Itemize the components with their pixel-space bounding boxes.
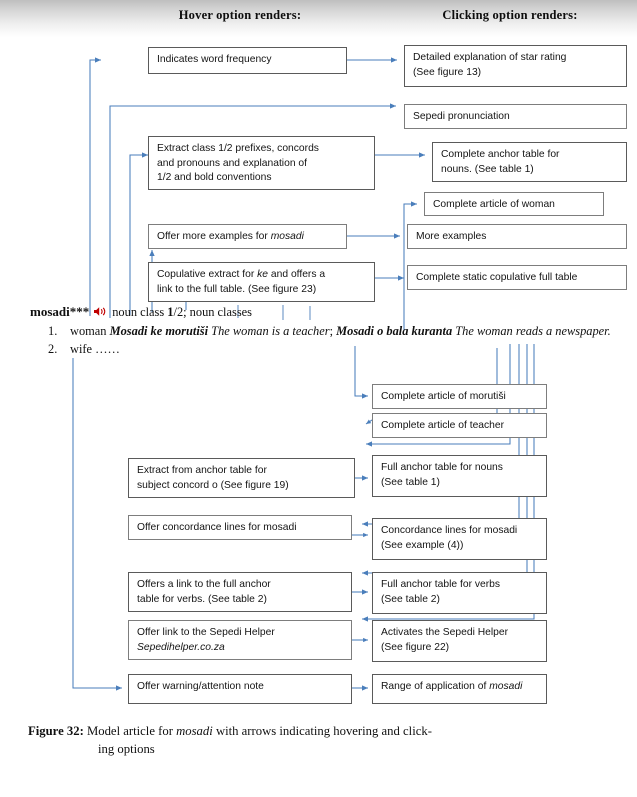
- caption-text-a: Model article for: [86, 724, 177, 738]
- hover-column-title: Hover option renders:: [178, 8, 302, 22]
- box-text-line1: Extract class 1/2 prefixes, concords: [157, 143, 319, 154]
- clicking-column-title: Clicking option renders:: [442, 8, 578, 22]
- box-text: Sepedi pronunciation: [413, 111, 510, 122]
- box-text: More examples: [416, 231, 487, 242]
- box-text: Complete article of teacher: [381, 420, 505, 431]
- header-band: [0, 0, 637, 38]
- box-text: Indicates word frequency: [157, 54, 272, 65]
- box-text-em: mosadi: [270, 231, 304, 242]
- click-box-complete-anchor-table-nouns[interactable]: Complete anchor table for nouns. (See ta…: [432, 142, 627, 182]
- box-text-line1a: Copulative extract for: [157, 269, 258, 280]
- box-text-line1: Full anchor table for nouns: [381, 462, 503, 473]
- hover-box-offer-concordance-lines[interactable]: Offer concordance lines for mosadi: [128, 515, 352, 540]
- click-box-concordance-lines-mosadi[interactable]: Concordance lines for mosadi (See exampl…: [372, 518, 547, 560]
- caption-text-b: with arrows indicating hovering and clic…: [212, 724, 432, 738]
- hover-box-indicates-word-frequency[interactable]: Indicates word frequency: [148, 47, 347, 74]
- speaker-icon[interactable]: [93, 306, 106, 321]
- headword[interactable]: mosadi***: [30, 304, 90, 319]
- box-text-line1: Offer link to the Sepedi Helper: [137, 627, 275, 638]
- box-text-line1: Offers a link to the full anchor: [137, 579, 271, 590]
- example-2-english: The woman reads a newspaper.: [455, 324, 611, 338]
- sense-number: 1.: [48, 324, 58, 338]
- box-text: Range of application of: [381, 681, 490, 692]
- click-box-complete-article-woman[interactable]: Complete article of woman: [424, 192, 604, 216]
- caption-keyword: mosadi: [176, 724, 213, 738]
- box-text-line2: link to the full table. (See figure 23): [157, 283, 317, 295]
- example-1-english: The woman is a teacher: [211, 324, 330, 338]
- click-box-sepedi-pronunciation[interactable]: Sepedi pronunciation: [404, 104, 627, 129]
- hover-box-extract-subject-concord[interactable]: Extract from anchor table for subject co…: [128, 458, 355, 498]
- box-text-em: mosadi: [489, 681, 523, 692]
- box-text-line2: and pronouns and explanation of: [157, 157, 307, 169]
- box-text-line2: (See figure 13): [413, 66, 482, 78]
- click-box-complete-article-teacher[interactable]: Complete article of teacher: [372, 413, 547, 438]
- hover-box-offers-link-anchor-verbs[interactable]: Offers a link to the full anchor table f…: [128, 572, 352, 612]
- box-text-line1: Extract from anchor table for: [137, 465, 267, 476]
- box-text-line1b: and offers a: [268, 269, 326, 280]
- box-text-line2: (See example (4)): [381, 539, 464, 551]
- grammar-class-bold: 1: [167, 305, 174, 319]
- box-text-line1: Full anchor table for verbs: [381, 579, 501, 590]
- box-text-line2: (See table 1): [381, 476, 440, 488]
- box-text-line2: nouns. (See table 1): [441, 163, 534, 175]
- box-text-line1: Detailed explanation of star rating: [413, 52, 567, 63]
- click-box-complete-article-morutisi[interactable]: Complete article of morutiši: [372, 384, 547, 409]
- hover-box-copulative-extract[interactable]: Copulative extract for ke and offers a l…: [148, 262, 375, 302]
- sense-gloss: woman: [70, 324, 107, 338]
- box-text: Complete article of morutiši: [381, 391, 506, 402]
- hover-box-offer-warning-note[interactable]: Offer warning/attention note: [128, 674, 352, 704]
- caption-line2: ing options: [98, 742, 155, 757]
- example-separator: ;: [329, 324, 334, 338]
- box-text-em: ke: [257, 269, 269, 280]
- hover-box-extract-class-prefixes[interactable]: Extract class 1/2 prefixes, concords and…: [148, 136, 375, 190]
- click-box-more-examples[interactable]: More examples: [407, 224, 627, 249]
- box-text-line1: Concordance lines for mosadi: [381, 525, 518, 536]
- box-text-url: Sepedihelper.co.za: [137, 641, 225, 653]
- box-text: Offer more examples for: [157, 231, 271, 242]
- click-box-detailed-star-rating[interactable]: Detailed explanation of star rating (See…: [404, 45, 627, 87]
- click-box-full-anchor-table-verbs[interactable]: Full anchor table for verbs (See table 2…: [372, 572, 547, 614]
- hover-box-offer-link-sepedi-helper[interactable]: Offer link to the Sepedi Helper Sepedihe…: [128, 620, 352, 660]
- figure-caption: Figure 32: Model article for mosadi with…: [28, 722, 618, 758]
- click-box-range-of-application[interactable]: Range of application of mosadi: [372, 674, 547, 704]
- model-article: mosadi*** noun class 1/2; noun classes 1…: [30, 304, 630, 357]
- box-text-line2: (See figure 22): [381, 641, 450, 653]
- box-text: Offer concordance lines for mosadi: [137, 522, 297, 533]
- hover-box-offer-more-examples[interactable]: Offer more examples for mosadi: [148, 224, 347, 249]
- grammar-info: noun class 1/2; noun classes: [112, 305, 252, 319]
- sense-number: 2.: [48, 341, 58, 356]
- box-text-line1: Activates the Sepedi Helper: [381, 627, 509, 638]
- box-text: Offer warning/attention note: [137, 681, 264, 692]
- headword-line: mosadi*** noun class 1/2; noun classes: [30, 304, 630, 321]
- box-text-line2: subject concord o (See figure 19): [137, 479, 289, 491]
- example-1-sepedi: Mosadi ke morutiši: [109, 324, 209, 338]
- box-text-line2: (See table 2): [381, 593, 440, 605]
- box-text: Complete article of woman: [433, 199, 555, 210]
- click-box-full-anchor-table-nouns[interactable]: Full anchor table for nouns (See table 1…: [372, 455, 547, 497]
- grammar-pre: noun class: [112, 305, 168, 319]
- sense-gloss: wife ……: [70, 341, 120, 356]
- click-box-activates-sepedi-helper[interactable]: Activates the Sepedi Helper (See figure …: [372, 620, 547, 662]
- sense-list: 1. woman Mosadi ke morutiši The woman is …: [30, 323, 630, 357]
- example-2-sepedi: Mosadi o bala kuranta: [336, 324, 453, 338]
- box-text: Complete static copulative full table: [416, 272, 578, 283]
- sense-item-2: 2. wife ……: [30, 341, 630, 358]
- box-text-line1: Complete anchor table for: [441, 149, 560, 160]
- sense-item-1: 1. woman Mosadi ke morutiši The woman is …: [30, 323, 630, 340]
- box-text-line2: table for verbs. (See table 2): [137, 593, 267, 605]
- grammar-post: /2; noun classes: [173, 305, 252, 319]
- click-box-complete-static-copulative[interactable]: Complete static copulative full table: [407, 265, 627, 290]
- box-text-line3: 1/2 and bold conventions: [157, 172, 272, 184]
- figure-label: Figure 32:: [28, 724, 84, 738]
